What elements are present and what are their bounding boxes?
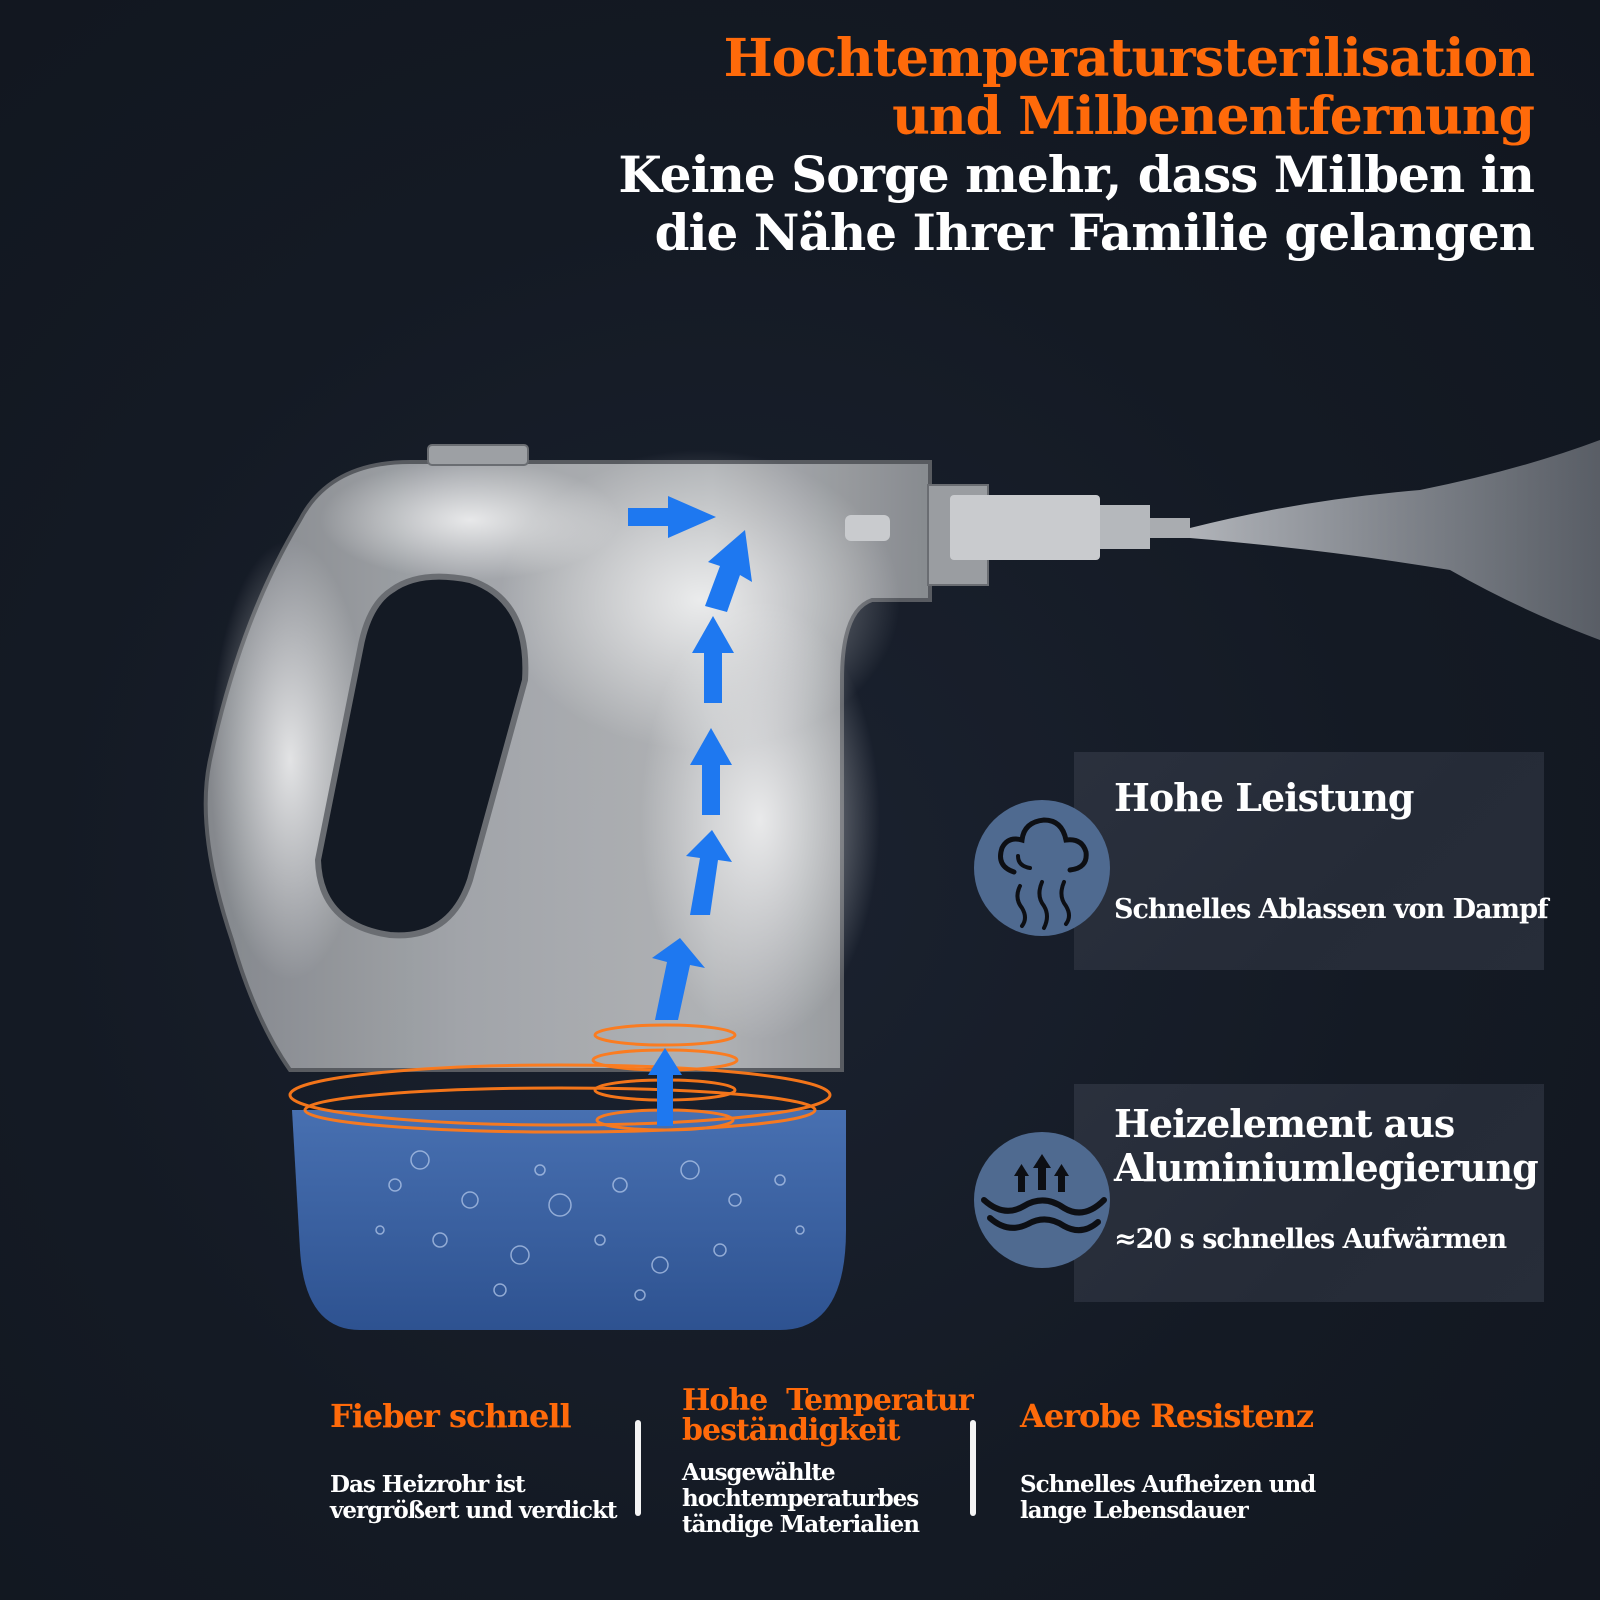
- steam-cleaner-illustration: [203, 440, 1600, 1330]
- nozzle: [845, 484, 1190, 586]
- handle-opening: [314, 573, 529, 939]
- feature-desc-line-2: vergrößert und verdickt: [330, 1497, 618, 1524]
- feature-desc-line-2: lange Lebensdauer: [1020, 1497, 1249, 1524]
- feature-desc-line-1: Schnelles Aufheizen und: [1020, 1471, 1316, 1498]
- steam-spray: [1190, 440, 1600, 640]
- feature-temperature-resistance: Hohe Temperatur beständigkeit Ausgewählt…: [682, 1383, 974, 1538]
- feature-title: Aerobe Resistenz: [1020, 1397, 1314, 1435]
- card-title-line-2: Aluminiumlegierung: [1114, 1145, 1539, 1190]
- divider: [970, 1420, 976, 1516]
- feature-title: Fieber schnell: [330, 1397, 572, 1435]
- steam-flow-arrows: [628, 496, 752, 1126]
- headline: Hochtemperatursterilisation und Milbenen…: [618, 28, 1535, 262]
- card-subtitle: Schnelles Ablassen von Dampf: [1114, 894, 1549, 925]
- headline-line-4: die Nähe Ihrer Familie gelangen: [654, 203, 1535, 262]
- feature-title-line-1: Hohe Temperatur: [682, 1383, 974, 1418]
- headline-line-1: Hochtemperatursterilisation: [723, 28, 1535, 89]
- feature-desc-line-2: hochtemperaturbes: [682, 1485, 919, 1512]
- headline-line-3: Keine Sorge mehr, dass Milben in: [618, 145, 1535, 204]
- feature-aerobic-resistance: Aerobe Resistenz Schnelles Aufheizen und…: [1020, 1397, 1316, 1524]
- feature-desc-line-3: tändige Materialien: [682, 1511, 920, 1538]
- feature-desc-line-1: Das Heizrohr ist: [330, 1471, 526, 1498]
- card-subtitle: ≈20 s schnelles Aufwärmen: [1114, 1224, 1507, 1255]
- heating-waves-icon: [974, 1132, 1110, 1268]
- card-title: Hohe Leistung: [1114, 775, 1414, 820]
- feature-card-heating-element: Heizelement aus Aluminiumlegierung ≈20 s…: [1074, 1084, 1544, 1302]
- feature-fast-heating: Fieber schnell Das Heizrohr ist vergröße…: [330, 1397, 618, 1524]
- feature-card-high-power: Hohe Leistung Schnelles Ablassen von Dam…: [1074, 752, 1549, 970]
- divider: [635, 1420, 641, 1516]
- steam-cloud-icon: [974, 800, 1110, 936]
- water-tank: [292, 1110, 846, 1330]
- feature-title-line-2: beständigkeit: [682, 1413, 901, 1448]
- feature-desc-line-1: Ausgewählte: [682, 1459, 836, 1486]
- headline-line-2: und Milbenentfernung: [892, 86, 1535, 147]
- card-title-line-1: Heizelement aus: [1114, 1101, 1455, 1146]
